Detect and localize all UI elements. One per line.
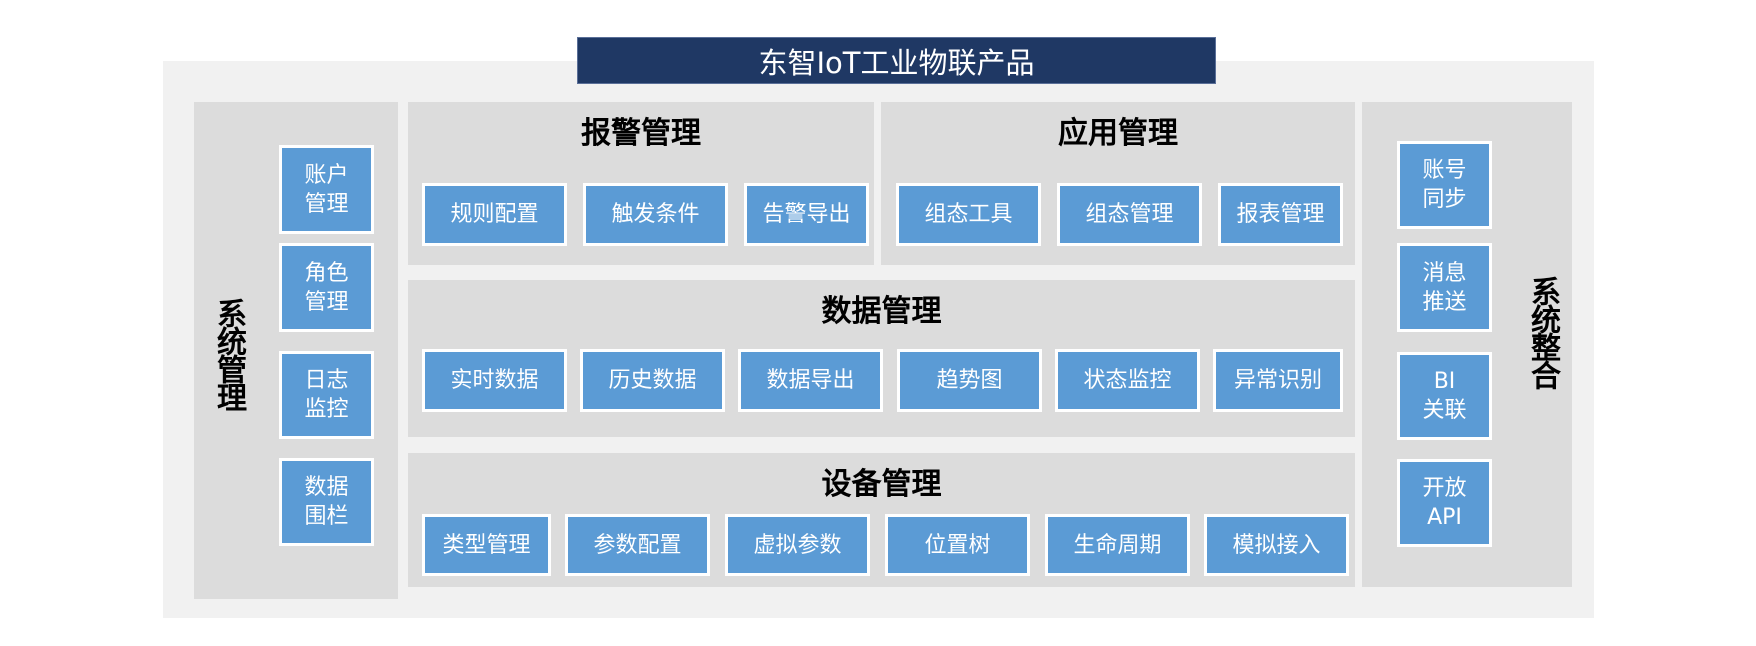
lifecycle-button[interactable]: 生命周期 xyxy=(1045,514,1190,576)
application-management-title: 应用管理 xyxy=(1058,116,1178,151)
alarm-export-button[interactable]: 告警导出 xyxy=(744,183,869,246)
anomaly-detection-button[interactable]: 异常识别 xyxy=(1213,349,1343,412)
log-monitoring-button[interactable]: 日志 监控 xyxy=(279,351,374,439)
config-management-button[interactable]: 组态管理 xyxy=(1057,183,1202,246)
account-management-button[interactable]: 账户 管理 xyxy=(279,145,374,234)
location-tree-button[interactable]: 位置树 xyxy=(885,514,1030,576)
device-management-title: 设备管理 xyxy=(821,467,942,502)
system-management-title: 系统管理 xyxy=(211,298,246,410)
rule-config-button[interactable]: 规则配置 xyxy=(422,183,567,246)
alarm-management-panel: 报警管理 规则配置 触发条件 告警导出 xyxy=(408,102,874,265)
report-management-button[interactable]: 报表管理 xyxy=(1218,183,1343,246)
system-integration-title: 系统整合 xyxy=(1525,276,1560,388)
trigger-condition-button[interactable]: 触发条件 xyxy=(583,183,728,246)
realtime-data-button[interactable]: 实时数据 xyxy=(422,349,567,412)
config-tool-button[interactable]: 组态工具 xyxy=(896,183,1041,246)
system-management-panel: 系统管理 账户 管理 角色 管理 日志 监控 数据 围栏 xyxy=(194,102,398,599)
open-api-button[interactable]: 开放 API xyxy=(1397,459,1492,547)
trend-chart-button[interactable]: 趋势图 xyxy=(897,349,1042,412)
type-management-button[interactable]: 类型管理 xyxy=(422,514,551,576)
message-push-button[interactable]: 消息 推送 xyxy=(1397,243,1492,332)
system-integration-panel: 系统整合 账号 同步 消息 推送 BI 关联 开放 API xyxy=(1362,102,1572,587)
status-monitoring-button[interactable]: 状态监控 xyxy=(1055,349,1200,412)
data-export-button[interactable]: 数据导出 xyxy=(738,349,883,412)
product-title: 东智IoT工业物联产品 xyxy=(577,37,1216,84)
virtual-parameter-button[interactable]: 虚拟参数 xyxy=(725,514,870,576)
parameter-config-button[interactable]: 参数配置 xyxy=(565,514,710,576)
data-management-title: 数据管理 xyxy=(821,294,942,329)
alarm-management-title: 报警管理 xyxy=(581,116,701,151)
history-data-button[interactable]: 历史数据 xyxy=(580,349,725,412)
bi-link-button[interactable]: BI 关联 xyxy=(1397,352,1492,440)
role-management-button[interactable]: 角色 管理 xyxy=(279,243,374,332)
data-fence-button[interactable]: 数据 围栏 xyxy=(279,458,374,546)
application-management-panel: 应用管理 组态工具 组态管理 报表管理 xyxy=(881,102,1355,265)
simulated-access-button[interactable]: 模拟接入 xyxy=(1204,514,1349,576)
account-sync-button[interactable]: 账号 同步 xyxy=(1397,141,1492,229)
data-management-panel: 数据管理 实时数据 历史数据 数据导出 趋势图 状态监控 异常识别 xyxy=(408,280,1355,437)
device-management-panel: 设备管理 类型管理 参数配置 虚拟参数 位置树 生命周期 模拟接入 xyxy=(408,453,1355,587)
